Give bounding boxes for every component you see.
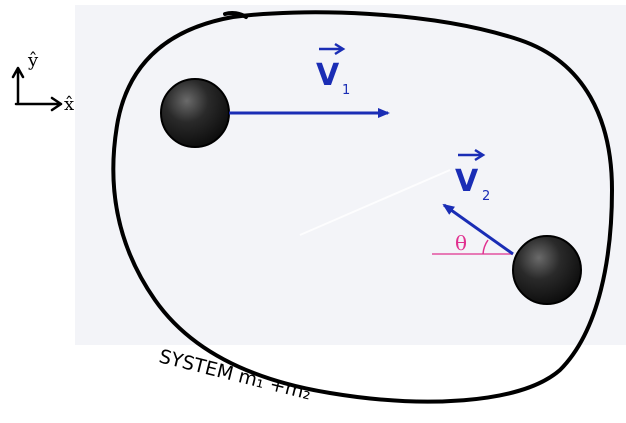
velocity-1-letter: V: [316, 58, 340, 93]
y-axis-arrow: [11, 66, 25, 104]
system-boundary: [111, 10, 614, 404]
velocity-1-subscript: 1: [342, 83, 350, 98]
mass-1-ball: [160, 78, 230, 148]
velocity-1-label: V 1: [316, 42, 350, 98]
system-caption: SYSTEM m₁ +m₂: [157, 346, 314, 405]
velocity-2-arrow: [442, 203, 514, 256]
mass-2-ball: [512, 235, 582, 305]
x-axis-arrow: [14, 96, 63, 112]
panel-texture: [299, 169, 451, 236]
x-axis-label: x̂: [64, 94, 74, 115]
angle-arc: [482, 239, 489, 255]
y-axis-label: ŷ: [27, 50, 39, 71]
velocity-2-subscript: 2: [482, 189, 490, 204]
velocity-2-label: V 2: [455, 148, 490, 204]
angle-label: θ: [455, 231, 467, 255]
system-boundary-overlap: [223, 11, 248, 19]
velocity-2-letter: V: [455, 164, 479, 199]
axes-indicator: ŷ x̂: [11, 50, 74, 115]
